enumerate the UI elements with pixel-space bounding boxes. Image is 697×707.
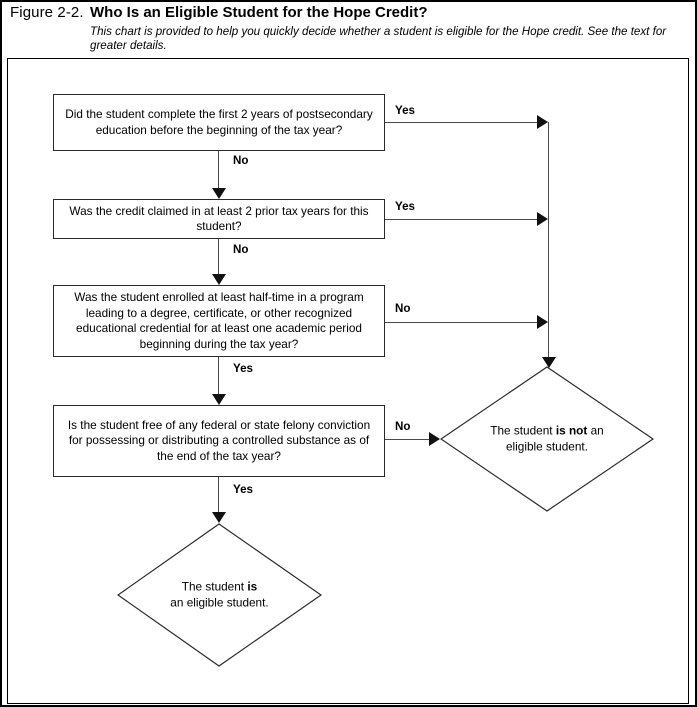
connector-q1-to-q2: [218, 151, 219, 188]
chart-frame: [7, 58, 689, 704]
figure-title: Who Is an Eligible Student for the Hope …: [90, 4, 428, 21]
edge-label-q3-yes: Yes: [233, 362, 253, 375]
edge-label-q4-no: No: [395, 420, 411, 433]
figure-header: Figure 2-2. Who Is an Eligible Student f…: [2, 2, 695, 56]
decision-box-q1: Did the student complete the first 2 yea…: [53, 94, 385, 151]
connector-q2-to-q3: [218, 239, 219, 274]
edge-label-q2-yes: Yes: [395, 200, 415, 213]
figure-subtitle: This chart is provided to help you quick…: [90, 25, 667, 52]
decision-box-q2: Was the credit claimed in at least 2 pri…: [53, 199, 385, 239]
connector-q2-yes: [385, 219, 541, 220]
edge-label-q1-no: No: [233, 154, 249, 167]
connector-q1-yes: [385, 122, 541, 123]
decision-box-q4: Is the student free of any federal or st…: [53, 405, 385, 477]
edge-label-q4-yes: Yes: [233, 483, 253, 496]
arrowhead-q1-to-q2: [212, 188, 226, 199]
edge-label-q3-no: No: [395, 302, 411, 315]
arrowhead-trunk-to-not-eligible: [542, 357, 556, 368]
terminal-not-eligible: The student is not an eligible student.: [440, 366, 654, 512]
edge-label-q2-no: No: [233, 243, 249, 256]
arrowhead-q2-to-q3: [212, 274, 226, 285]
decision-box-q3: Was the student enrolled at least half-t…: [53, 285, 385, 357]
arrowhead-q4-no: [429, 432, 440, 446]
diamond-shape-eligible: [117, 523, 322, 667]
connector-q4-to-eligible: [218, 477, 219, 512]
connector-q3-to-q4: [218, 357, 219, 394]
figure-number: Figure 2-2.: [10, 4, 84, 21]
arrowhead-q2-yes: [537, 212, 548, 226]
connector-right-trunk: [548, 122, 549, 362]
terminal-eligible: The student is an eligible student.: [117, 523, 322, 667]
arrowhead-q4-to-eligible: [212, 512, 226, 523]
arrowhead-q3-no: [537, 315, 548, 329]
connector-q4-no: [385, 439, 433, 440]
connector-q3-no: [385, 322, 541, 323]
diamond-shape-not-eligible: [440, 366, 654, 512]
edge-label-q1-yes: Yes: [395, 104, 415, 117]
arrowhead-q3-to-q4: [212, 394, 226, 405]
arrowhead-q1-yes: [537, 115, 548, 129]
